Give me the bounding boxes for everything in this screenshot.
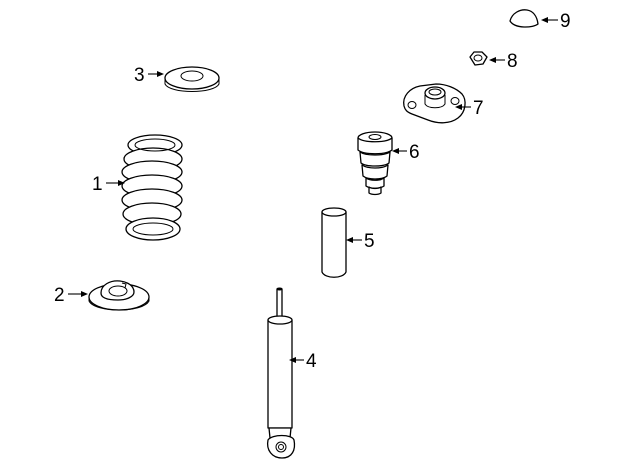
callout-5: 5: [346, 231, 375, 252]
part-2-lower-seat: [88, 280, 150, 311]
callout-label-9: 9: [560, 11, 571, 32]
part-9-cap: [509, 9, 539, 28]
callout-2: 2: [54, 285, 88, 306]
callout-3: 3: [134, 65, 164, 86]
callout-label-4: 4: [306, 351, 317, 372]
part-7-upper-mount: [403, 83, 466, 124]
callout-label-3: 3: [134, 65, 145, 86]
callout-7: 7: [455, 98, 484, 119]
callout-label-5: 5: [364, 231, 375, 252]
callout-label-7: 7: [473, 98, 484, 119]
callout-label-1: 1: [92, 174, 103, 195]
callout-8: 8: [489, 51, 518, 72]
part-6-bump-stop: [357, 131, 393, 196]
part-8-nut: [469, 51, 488, 66]
callout-6: 6: [392, 142, 420, 163]
callout-9: 9: [541, 11, 571, 32]
callout-label-8: 8: [507, 51, 518, 72]
callout-4: 4: [289, 351, 317, 372]
callout-label-6: 6: [409, 142, 420, 163]
part-4-shock-absorber: [266, 287, 296, 459]
part-5-dust-boot: [321, 207, 347, 278]
part-3-spring-seat: [164, 66, 220, 92]
part-1-coil-spring: [121, 134, 183, 241]
callout-1: 1: [92, 174, 125, 195]
callout-label-2: 2: [54, 285, 65, 306]
